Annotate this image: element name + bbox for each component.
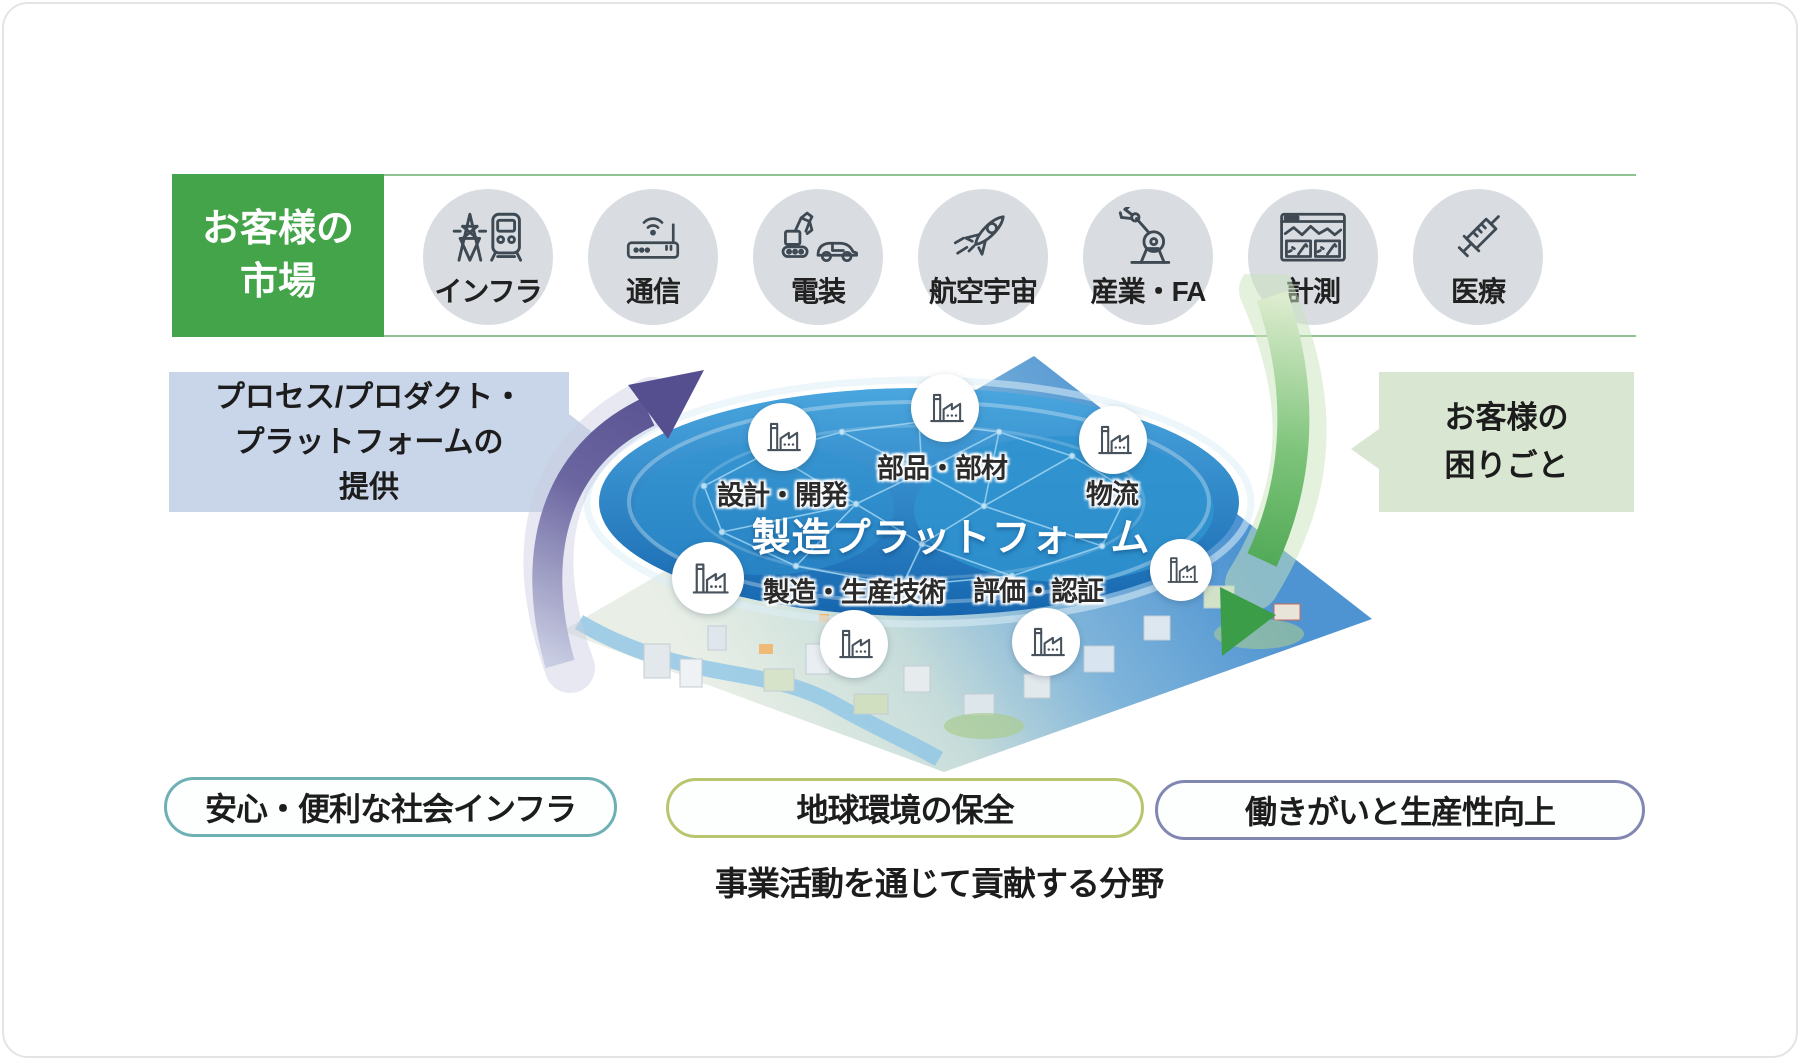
factory-node-right	[1150, 539, 1212, 601]
market-item-industrial-fa: 産業・FA	[1083, 189, 1213, 325]
node-label-evaluation: 評価・認証	[973, 576, 1104, 607]
market-item-label: 医療	[1450, 276, 1506, 307]
market-item-label: 産業・FA	[1090, 276, 1207, 307]
process-product-platform-callout: プロセス/プロダクト・ プラットフォームの 提供	[169, 372, 569, 512]
market-item-communications: 通信	[588, 189, 718, 325]
factory-node-manufacturing	[672, 542, 744, 614]
factory-icon	[685, 555, 732, 602]
node-label-logistics: 物流	[1086, 479, 1139, 510]
customer-problems-callout: お客様の 困りごと	[1379, 372, 1634, 512]
market-item-label: 通信	[625, 276, 681, 307]
factory-node-logistics	[1079, 406, 1147, 474]
network-mesh	[700, 418, 1133, 590]
separator-line-bottom	[384, 335, 1636, 337]
node-label-manufacturing: 製造・生産技術	[763, 577, 946, 608]
pill-label: 安心・便利な社会インフラ	[204, 791, 577, 827]
contribution-pill-social-infrastructure: 安心・便利な社会インフラ	[164, 777, 617, 837]
city-accent	[759, 644, 773, 654]
pill-label: 地球環境の保全	[796, 792, 1014, 828]
factory-node-bottom-left	[820, 610, 888, 678]
factory-icon	[1161, 550, 1201, 590]
market-item-measurement: 計測	[1248, 189, 1378, 325]
factory-node-parts	[911, 374, 979, 442]
market-item-label: 電装	[790, 276, 846, 307]
right-callout-line1: お客様の	[1444, 399, 1569, 435]
node-label-parts: 部品・部材	[877, 453, 1008, 484]
factory-icon	[1091, 418, 1135, 462]
factory-icon	[923, 386, 967, 430]
measurement-icon	[1280, 212, 1346, 262]
left-callout-line1: プロセス/プロダクト・	[214, 380, 524, 414]
factory-icon	[1024, 620, 1068, 664]
customer-market-box: お客様の 市場	[172, 174, 384, 337]
factory-icon	[832, 622, 876, 666]
left-callout-line3: 提供	[339, 470, 399, 504]
right-callout-pointer	[1351, 429, 1379, 469]
industrial-fa-icon	[1118, 207, 1171, 264]
pill-label: 働きがいと生産性向上	[1244, 794, 1556, 830]
needs-arrow	[1220, 274, 1327, 656]
market-item-label: 航空宇宙	[928, 276, 1038, 307]
medical-icon	[1457, 215, 1500, 258]
provide-arrow	[523, 370, 704, 693]
automotive-electronics-icon	[781, 211, 858, 262]
node-label-design: 設計・開発	[717, 480, 848, 511]
factory-node-bottom-right	[1012, 608, 1080, 676]
right-callout-line2: 困りごと	[1444, 448, 1569, 483]
factory-icon	[760, 415, 804, 459]
separator-line-top	[384, 174, 1636, 176]
market-item-automotive: 電装	[753, 189, 883, 325]
platform-title: 製造プラットフォーム	[751, 517, 1151, 560]
market-item-medical: 医療	[1413, 189, 1543, 325]
contribution-pill-productivity: 働きがいと生産性向上	[1155, 780, 1645, 840]
market-item-label: インフラ	[434, 276, 542, 307]
contribution-caption: 事業活動を通じて貢献する分野	[715, 865, 1164, 902]
aerospace-icon	[953, 215, 1005, 256]
factory-node-design	[748, 403, 816, 471]
customer-market-line1: お客様の	[201, 208, 354, 251]
market-item-aerospace: 航空宇宙	[918, 189, 1048, 325]
customer-market-line2: 市場	[239, 260, 316, 303]
contribution-pill-environment: 地球環境の保全	[666, 778, 1144, 838]
infrastructure-icon	[452, 212, 523, 262]
market-item-infrastructure: インフラ	[423, 189, 553, 325]
left-callout-line2: プラットフォームの	[234, 425, 504, 459]
communications-icon	[626, 217, 680, 259]
